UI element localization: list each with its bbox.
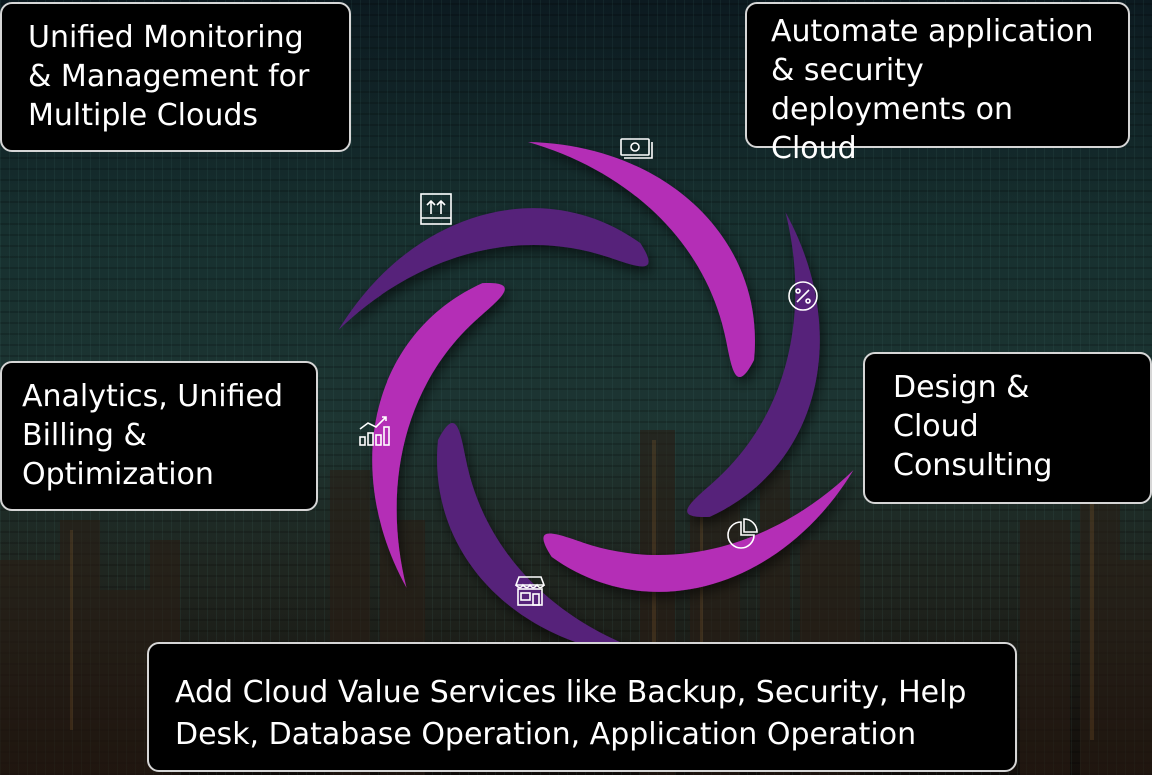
- petal-3: [687, 212, 820, 517]
- automate-deployments-box: Automate application & security deployme…: [745, 2, 1130, 166]
- design-consulting-box: Design & Cloud Consulting: [863, 352, 1152, 504]
- money-icon: [620, 138, 653, 159]
- petal-1: [338, 208, 649, 330]
- value-services-box: Add Cloud Value Services like Backup, Se…: [147, 642, 1017, 772]
- petal-6: [372, 283, 505, 588]
- petal-4: [543, 470, 854, 592]
- petal-2: [528, 142, 755, 378]
- monitoring-management-box: Unified Monitoring & Management for Mult…: [0, 2, 351, 152]
- pie-chart-icon: [727, 518, 758, 549]
- petal-5: [437, 422, 664, 658]
- analytics-billing-box: Analytics, Unified Billing & Optimizatio…: [0, 361, 318, 511]
- percent-icon: [788, 281, 818, 311]
- upload-box-icon: [420, 193, 452, 225]
- store-icon: [514, 576, 546, 606]
- growth-chart-icon: [359, 416, 390, 446]
